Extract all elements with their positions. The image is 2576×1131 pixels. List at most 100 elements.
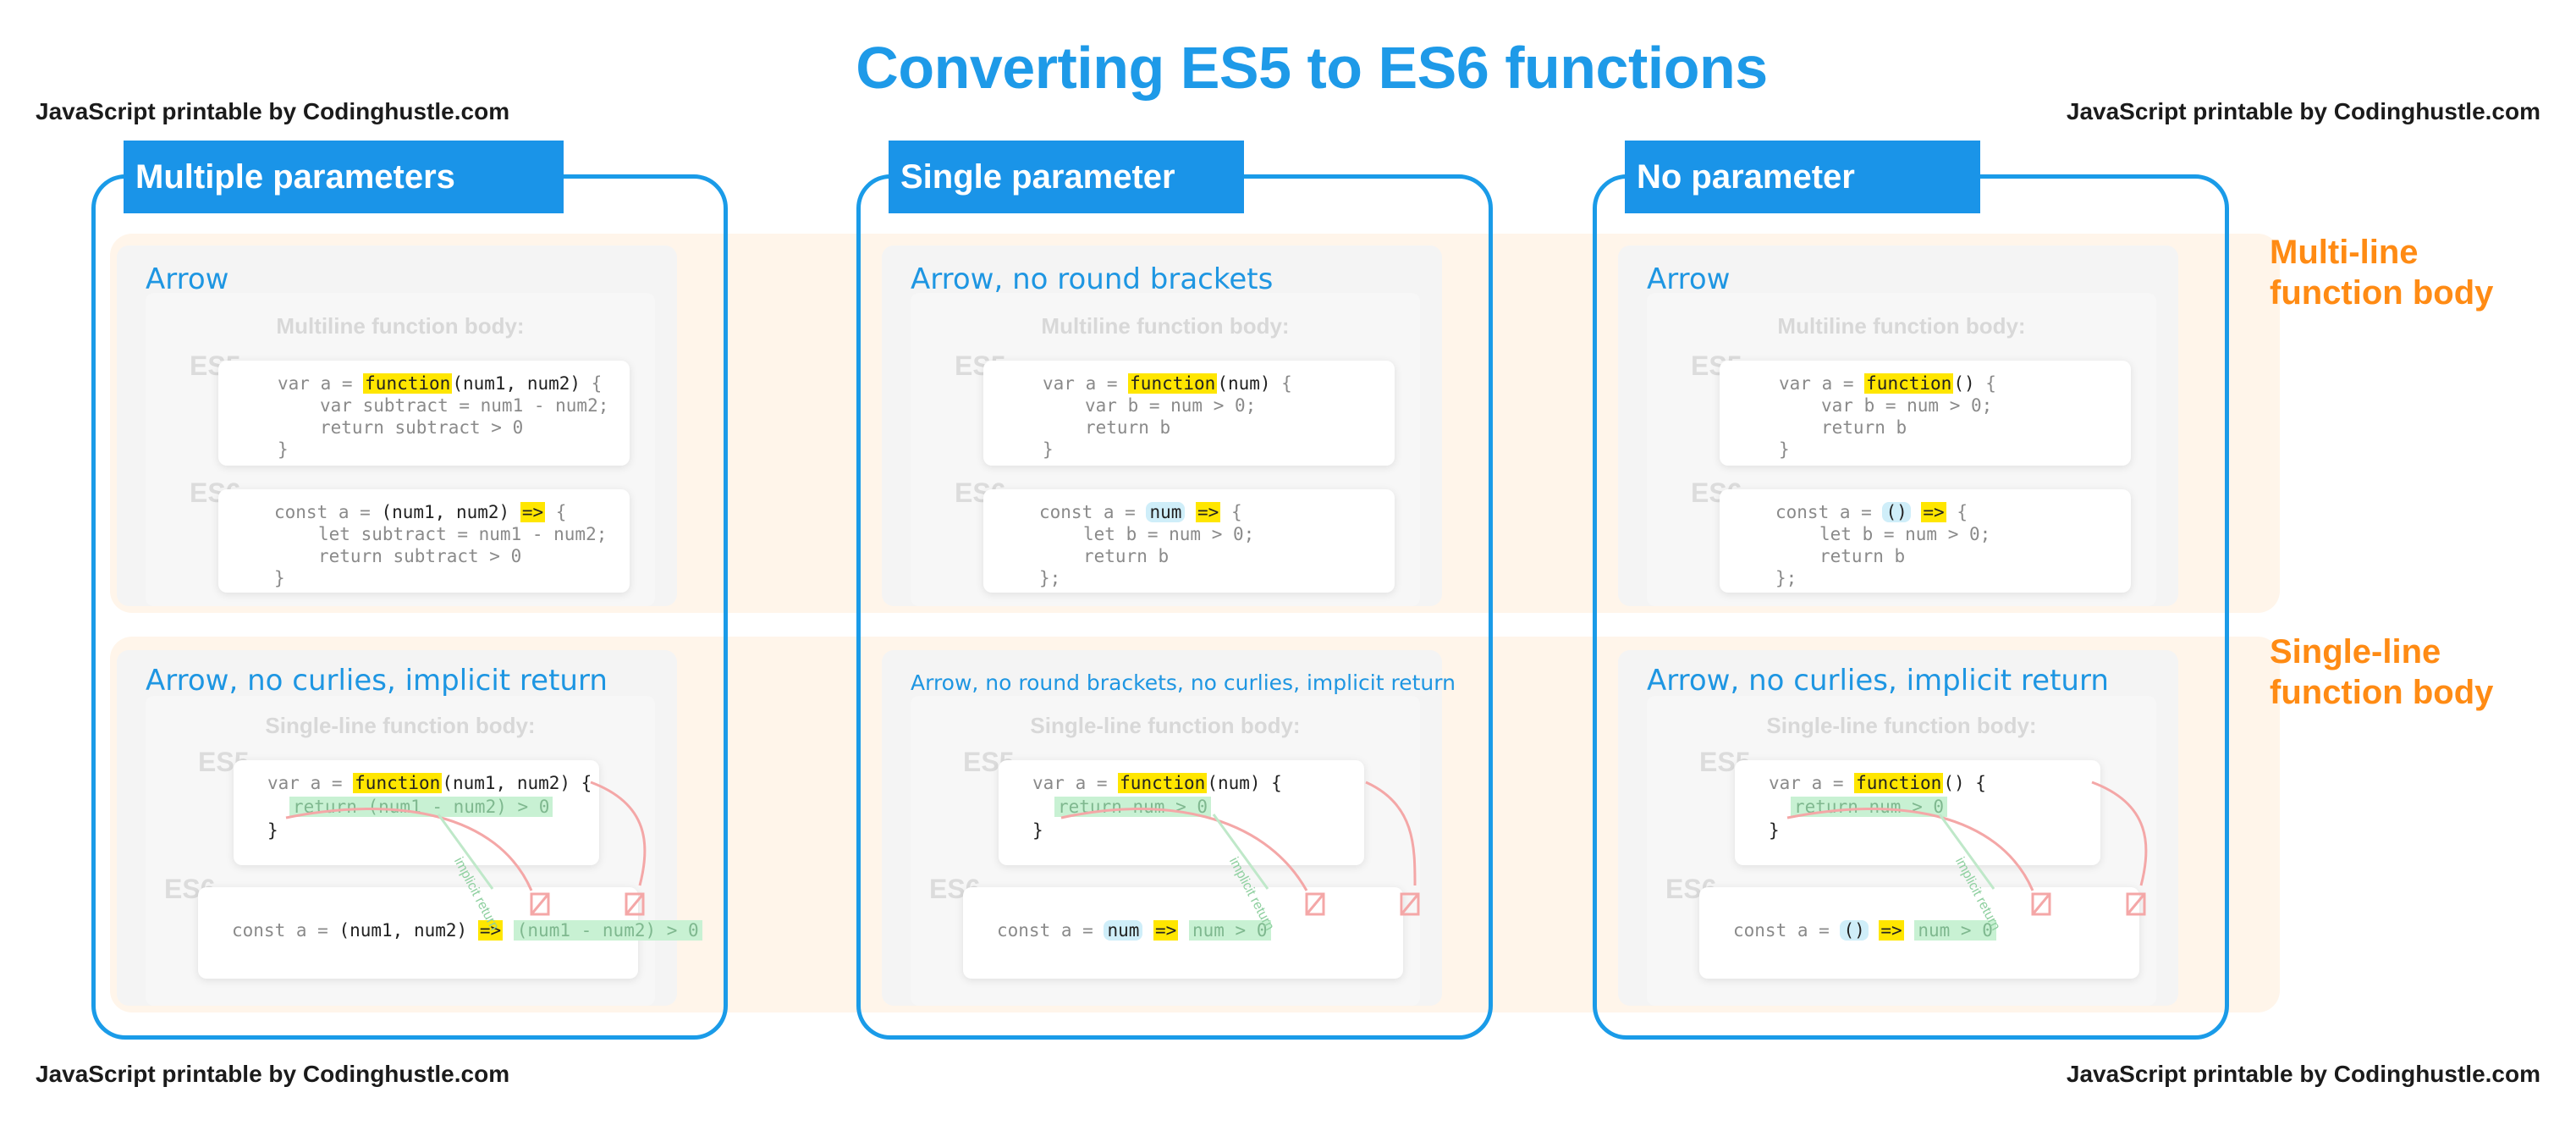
code-return: return b <box>1083 546 1170 566</box>
arrow-token: => <box>1153 920 1179 941</box>
es6-singleline-code: const a = (num1, num2) => (num1 - num2) … <box>198 887 702 979</box>
column-header: Multiple parameters <box>124 141 564 213</box>
code-brace-close: } <box>267 820 278 841</box>
code-line-4: } <box>278 439 289 461</box>
code-line-1: var a = function(num1, num2) { <box>267 772 592 794</box>
code-brace-open: { <box>570 773 592 793</box>
es6-singleline-code: const a = num => num > 0 <box>963 887 1403 979</box>
multi-line-label-line1: Multi-line <box>2270 234 2419 271</box>
code-brace-open: { <box>1974 373 1996 394</box>
code-brace-close: }; <box>1775 568 1797 588</box>
arrow-token: => <box>1879 920 1904 941</box>
singleline-caption: Single-line function body: <box>1766 713 2037 738</box>
code-return: return b <box>1821 417 1907 438</box>
code-params: (num1, num2) <box>381 502 510 522</box>
single-line-label-line2: function body <box>2270 674 2494 711</box>
code-brace-open: { <box>581 373 603 394</box>
code-params: () <box>1840 920 1869 941</box>
code-brace-open: { <box>1260 773 1282 793</box>
credit-top-right: JavaScript printable by Codinghustle.com <box>2066 98 2540 124</box>
arrow-token: => <box>1921 502 1946 522</box>
column-header: No parameter <box>1625 141 1980 213</box>
code-params: (num1, num2) <box>339 920 468 941</box>
arrow-token: => <box>520 502 546 522</box>
multi-line-title: Arrow, no round brackets <box>911 262 1274 296</box>
code-line-3: } <box>1032 819 1043 841</box>
curved-arrow-icon <box>1365 781 1417 886</box>
code-brace-close: }; <box>1039 568 1061 588</box>
code-return: return b <box>1085 417 1171 438</box>
arrow-token: => <box>1196 502 1221 522</box>
code-brace-close: } <box>1769 820 1780 841</box>
code-line-3: } <box>1769 819 1780 841</box>
code-line-3: return b <box>1821 417 1907 439</box>
code-space <box>509 502 520 522</box>
es6-singleline-code: const a = () => num > 0 <box>1699 887 2139 979</box>
singleline-caption: Single-line function body: <box>1030 713 1301 738</box>
multiline-caption: Multiline function body: <box>1777 313 2026 339</box>
code-line-1: var a = function(num) { <box>1043 372 1292 394</box>
multi-line-label: Multi-line function body <box>2270 232 2493 313</box>
code-const: const a = <box>1775 502 1883 522</box>
code-line-1: var a = function(num) { <box>1032 772 1282 794</box>
curved-arrow-icon <box>590 781 647 886</box>
code-body: var subtract = num1 - num2; <box>320 395 609 416</box>
code-body: var b = num > 0; <box>1821 395 1993 416</box>
crossed-box-icon <box>530 892 550 916</box>
code-line-4: } <box>274 567 285 589</box>
code-line-1: const a = () => { <box>1775 501 1968 523</box>
single-line-title: Arrow, no round brackets, no curlies, im… <box>911 670 1456 695</box>
single-line-title: Arrow, no curlies, implicit return <box>146 664 608 698</box>
function-keyword: function <box>1118 773 1208 793</box>
crossed-box-icon <box>1305 892 1325 916</box>
code-params: (num) <box>1207 773 1261 793</box>
es5-singleline-code: var a = function() {return num > 0} <box>1735 760 2100 865</box>
credit-top-left: JavaScript printable by Codinghustle.com <box>36 98 510 124</box>
code-line-3: return b <box>1819 545 1905 567</box>
code-params: () <box>1882 502 1911 522</box>
code-params: (num) <box>1217 373 1271 394</box>
implicit-return-guide <box>1938 814 1995 890</box>
curved-arrow-icon <box>1060 808 1308 891</box>
column-header: Single parameter <box>889 141 1244 213</box>
crossed-box-icon <box>2126 892 2146 916</box>
conversion-arrows <box>285 781 647 916</box>
code-line-3: return subtract > 0 <box>320 417 523 439</box>
multi-line-label-line2: function body <box>2270 274 2494 312</box>
code-line-1: const a = () => num > 0 <box>1733 919 1996 941</box>
code-space <box>1911 502 1922 522</box>
code-var: var a = <box>1779 373 1865 394</box>
code-line-2: let b = num > 0; <box>1083 523 1254 545</box>
code-return: return b <box>1819 546 1906 566</box>
crossed-box-icon <box>1400 892 1420 916</box>
crossed-box-icon <box>2031 892 2051 916</box>
code-const: const a = <box>1039 502 1147 522</box>
es5-multiline-code: var a = function() {var b = num > 0;retu… <box>1720 361 2131 466</box>
code-body: let b = num > 0; <box>1819 524 1991 544</box>
code-line-1: var a = function(num1, num2) { <box>278 372 602 394</box>
conversion-arrows <box>1060 781 1420 916</box>
code-const: const a = <box>232 920 339 941</box>
page-title: Converting ES5 to ES6 functions <box>856 35 1768 101</box>
code-line-4: } <box>1779 439 1790 461</box>
code-brace-close: } <box>1032 820 1043 841</box>
code-line-4: } <box>1043 439 1054 461</box>
code-var: var a = <box>1769 773 1855 793</box>
implicit-return-guide <box>1212 814 1269 890</box>
code-brace-close: } <box>278 439 289 460</box>
credit-bottom-right: JavaScript printable by Codinghustle.com <box>2066 1061 2540 1087</box>
code-var: var a = <box>267 773 354 793</box>
code-params: (num1, num2) <box>442 773 571 793</box>
code-var: var a = <box>278 373 364 394</box>
implicit-return-guide <box>437 814 494 890</box>
es6-multiline-code: const a = (num1, num2) => {let subtract … <box>218 489 630 593</box>
code-line-2: var b = num > 0; <box>1821 394 1992 417</box>
es6-multiline-code: const a = num => {let b = num > 0;return… <box>983 489 1395 593</box>
code-line-1: const a = (num1, num2) => { <box>274 501 566 523</box>
code-params: () <box>1953 373 1975 394</box>
credit-bottom-left: JavaScript printable by Codinghustle.com <box>36 1061 510 1087</box>
single-line-title: Arrow, no curlies, implicit return <box>1647 664 2109 698</box>
function-keyword: function <box>1864 373 1954 394</box>
